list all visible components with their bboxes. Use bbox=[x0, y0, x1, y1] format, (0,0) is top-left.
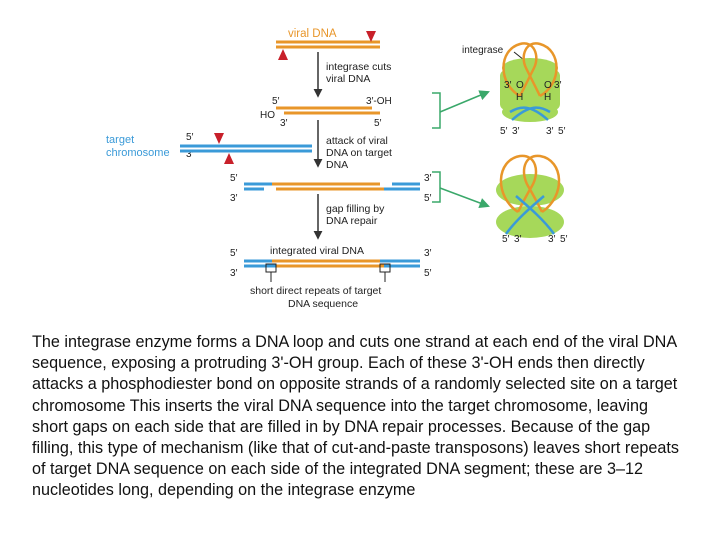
inset-integrase-complex-2 bbox=[496, 154, 564, 238]
label-target-1: target bbox=[106, 134, 134, 146]
inset2-end-5r: 5′ bbox=[560, 234, 568, 245]
inset1-end-5r: 5′ bbox=[558, 126, 566, 137]
cut-marker-right bbox=[366, 31, 376, 42]
cut-marker-left bbox=[278, 49, 288, 60]
step-label-repeats-2: DNA sequence bbox=[288, 298, 358, 310]
integration-diagram: viral DNA integrase cuts viral DNA 5′ HO… bbox=[106, 28, 568, 310]
step-label-attack-2: DNA on target bbox=[326, 147, 392, 159]
bracket-bottom bbox=[432, 171, 441, 203]
inset1-h-l: H bbox=[516, 92, 523, 103]
inset-integrase-complex-1 bbox=[500, 42, 560, 122]
target-cut-marker-bottom bbox=[224, 153, 234, 164]
end-5-a: 5′ bbox=[272, 96, 280, 107]
inset1-end-3bl: 3′ bbox=[512, 126, 520, 137]
inset1-end-3l: 3′ bbox=[504, 80, 512, 91]
end-target-5: 5′ bbox=[186, 132, 194, 143]
inset2-end-3r: 3′ bbox=[548, 234, 556, 245]
step-label-repeats-1: short direct repeats of target bbox=[250, 285, 381, 297]
end-row3-3r: 3′ bbox=[424, 173, 432, 184]
bracket-top bbox=[432, 92, 441, 129]
inset1-o-r: O bbox=[544, 80, 552, 91]
caption-text: The integrase enzyme forms a DNA loop an… bbox=[32, 333, 679, 500]
step-label-attack-1: attack of viral bbox=[326, 135, 388, 147]
inset2-end-3l: 3′ bbox=[514, 234, 522, 245]
end-row4-3r: 3′ bbox=[424, 248, 432, 259]
end-row4-5l: 5′ bbox=[230, 248, 238, 259]
label-integrase: integrase bbox=[462, 45, 504, 56]
end-3oh: 3′-OH bbox=[366, 96, 392, 107]
end-row3-5r: 5′ bbox=[424, 193, 432, 204]
step-label-integrated: integrated viral DNA bbox=[270, 245, 364, 257]
inset1-h-r: H bbox=[544, 92, 551, 103]
inset1-end-3r: 3′ bbox=[554, 80, 562, 91]
pointer-arrow-bottom bbox=[439, 187, 490, 208]
label-target-2: chromosome bbox=[106, 147, 170, 159]
end-row3-5l: 5′ bbox=[230, 173, 238, 184]
end-row4-5r: 5′ bbox=[424, 268, 432, 279]
step-label-cut-1: integrase cuts bbox=[326, 61, 391, 73]
pointer-arrow-top bbox=[439, 90, 490, 113]
label-viral-dna: viral DNA bbox=[288, 28, 337, 40]
end-row4-3l: 3′ bbox=[230, 268, 238, 279]
inset2-end-5l: 5′ bbox=[502, 234, 510, 245]
end-row3-3l: 3′ bbox=[230, 193, 238, 204]
inset1-o-l: O bbox=[516, 80, 524, 91]
inset1-end-5l: 5′ bbox=[500, 126, 508, 137]
target-cut-marker-top bbox=[214, 133, 224, 144]
step-label-cut-2: viral DNA bbox=[326, 73, 370, 85]
inset1-end-3br: 3′ bbox=[546, 126, 554, 137]
step-label-gap-1: gap filling by bbox=[326, 203, 385, 215]
end-3-a: 3′ bbox=[280, 118, 288, 129]
step-label-attack-3: DNA bbox=[326, 159, 348, 171]
end-ho: HO bbox=[260, 110, 275, 121]
end-5-b: 5′ bbox=[374, 118, 382, 129]
step-label-gap-2: DNA repair bbox=[326, 215, 378, 227]
end-target-3: 3′ bbox=[186, 149, 194, 160]
